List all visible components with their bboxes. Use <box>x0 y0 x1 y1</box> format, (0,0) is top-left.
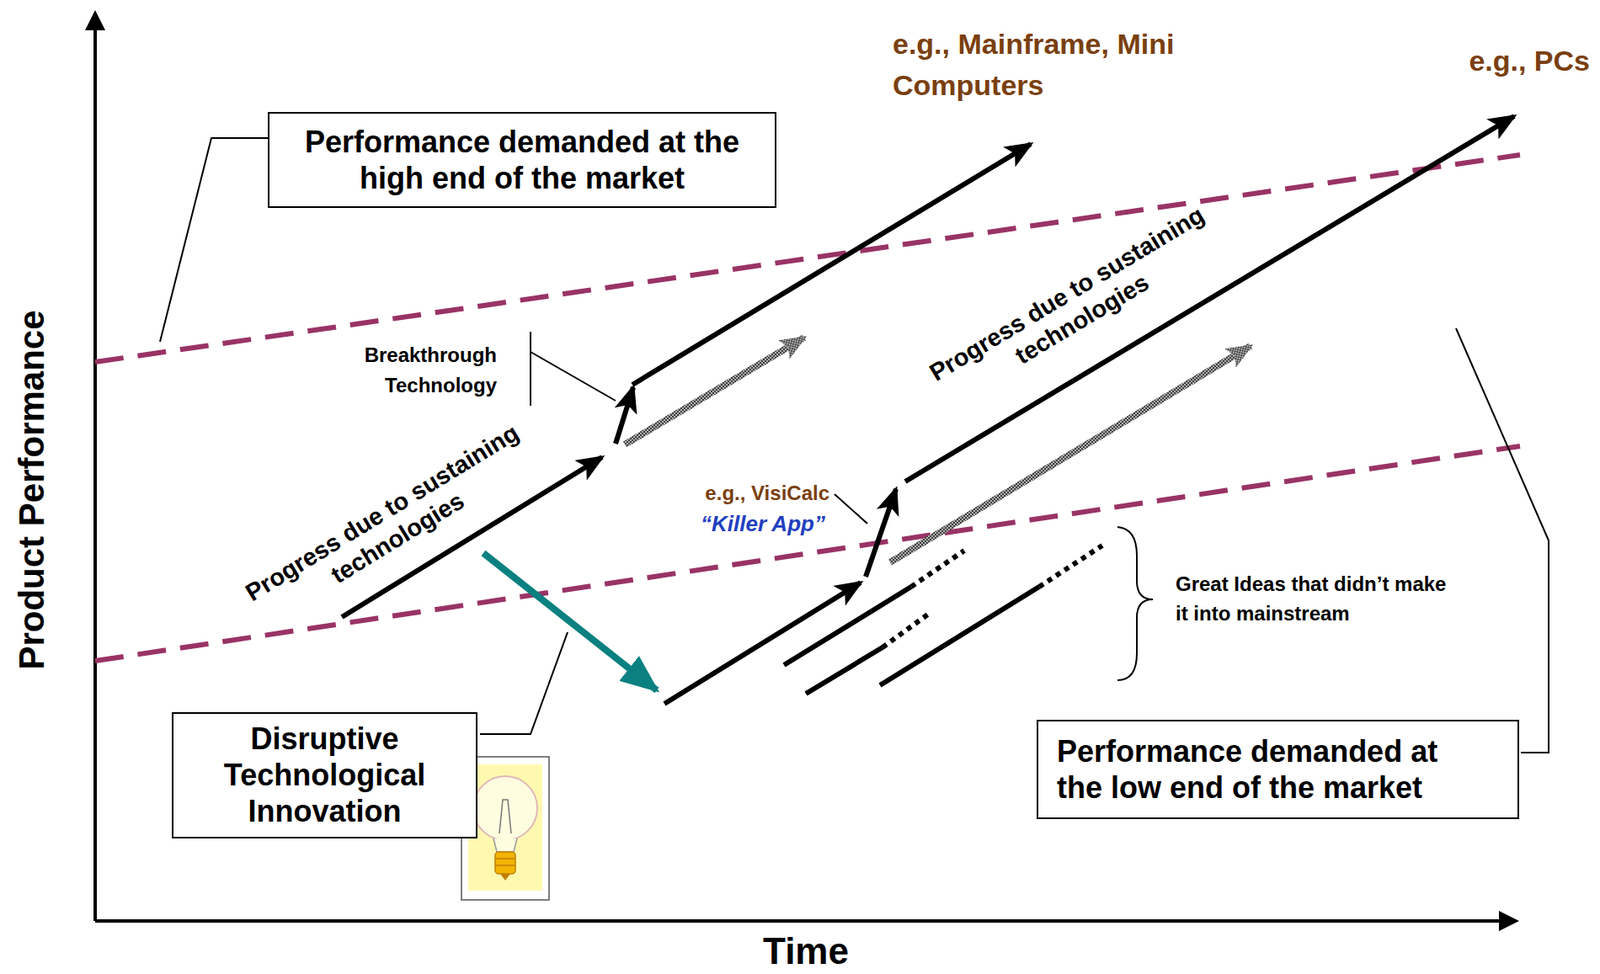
trajectory-label: Progress due to sustaining technologies <box>885 177 1263 437</box>
example-label: e.g., PCs <box>1468 43 1590 79</box>
note-label: Great Ideas that didn’t make it into mai… <box>1175 570 1462 630</box>
example-label: e.g., Mainframe, Mini Computers <box>892 23 1213 107</box>
disruption-arrow <box>483 553 657 691</box>
leader-line <box>160 138 1549 753</box>
callout-label: Breakthrough Technology <box>320 340 497 401</box>
failed-idea-line <box>784 545 1103 694</box>
demand-line <box>95 154 1520 662</box>
example-label: “Killer App” <box>700 511 826 538</box>
axis-title: Product Performance <box>12 309 52 670</box>
example-label: e.g., VisiCalc <box>661 481 830 507</box>
box-text: Disruptive Technological Innovation <box>183 720 466 831</box>
innovation-box: Disruptive Technological Innovation <box>171 712 478 839</box>
axes <box>85 10 1520 932</box>
demand-box: Performance demanded at the high end of … <box>267 112 777 208</box>
box-text: Performance demanded at the high end of … <box>282 123 762 197</box>
demand-box: Performance demanded at the low end of t… <box>1036 720 1520 820</box>
trajectory-label: Progress due to sustaining technologies <box>202 394 578 656</box>
box-text: Performance demanded at the low end of t… <box>1056 733 1467 806</box>
axis-title: Time <box>762 933 849 971</box>
